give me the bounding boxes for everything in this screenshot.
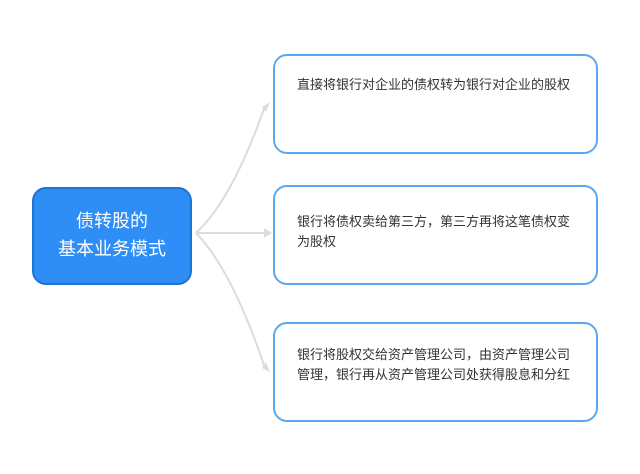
root-label-line-1: 债转股的 bbox=[76, 211, 148, 232]
branch-1-text: 直接将银行对企业的债权转为银行对企业的股权 bbox=[297, 78, 571, 93]
connector-to-branch-1 bbox=[195, 105, 266, 234]
branch-node-direct-conversion: 直接将银行对企业的债权转为银行对企业的股权 bbox=[273, 54, 598, 154]
arrowhead-branch-1 bbox=[262, 102, 270, 112]
root-label-line-2: 基本业务模式 bbox=[58, 239, 166, 260]
branch-2-text: 银行将债权卖给第三方，第三方再将这笔债权变为股权 bbox=[297, 215, 571, 250]
branch-3-text: 银行将股权交给资产管理公司，由资产管理公司管理，银行再从资产管理公司处获得股息和… bbox=[297, 348, 571, 383]
arrowhead-branch-2 bbox=[264, 228, 272, 238]
branch-node-asset-management: 银行将股权交给资产管理公司，由资产管理公司管理，银行再从资产管理公司处获得股息和… bbox=[273, 322, 598, 422]
arrowhead-branch-3 bbox=[262, 362, 270, 372]
branch-node-third-party: 银行将债权卖给第三方，第三方再将这笔债权变为股权 bbox=[273, 185, 598, 285]
root-node-debt-to-equity: 债转股的 基本业务模式 bbox=[32, 187, 192, 285]
connector-to-branch-3 bbox=[195, 232, 266, 369]
